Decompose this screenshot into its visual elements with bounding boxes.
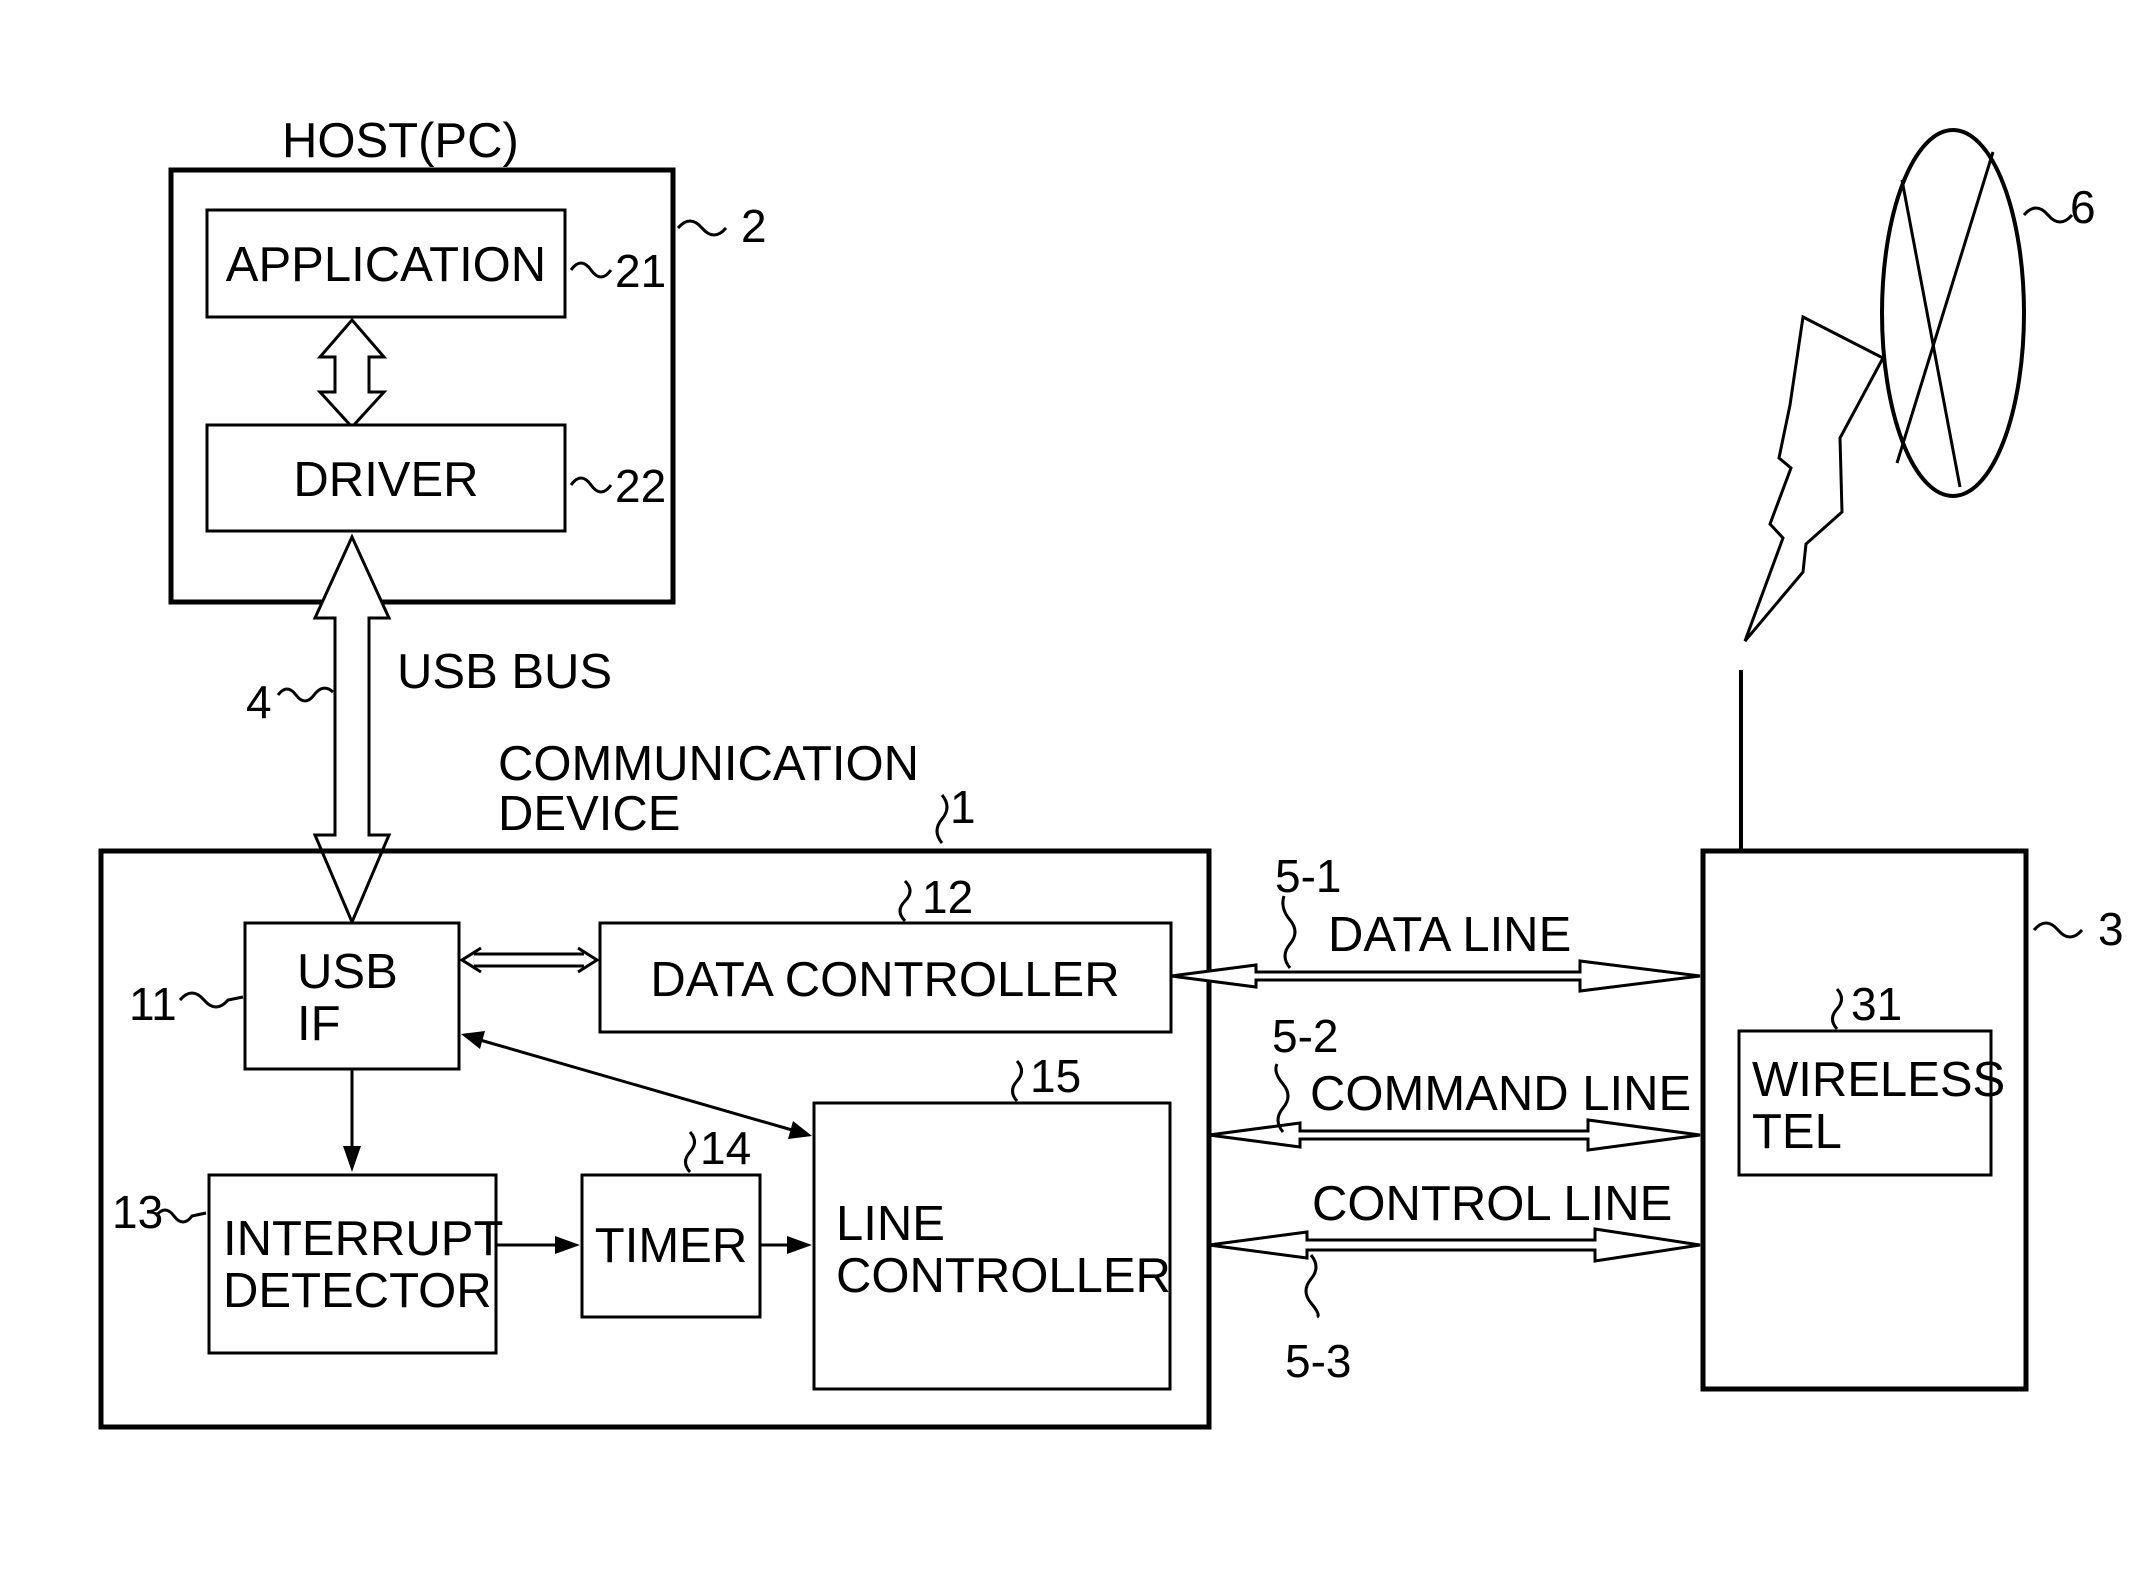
network-block: 6	[1745, 130, 2096, 641]
device-title-line2: DEVICE	[498, 787, 680, 841]
line-controller-block: LINE CONTROLLER 15	[814, 1050, 1171, 1389]
usb-bus-label: USB BUS	[397, 645, 612, 699]
data-controller-ref-leader	[900, 881, 910, 921]
command-line-ref: 5-2	[1272, 1010, 1338, 1062]
host-pc-block: HOST(PC) 2 APPLICATION 21 DRIVER 22	[171, 114, 767, 602]
command-line-ref-leader	[1276, 1064, 1288, 1132]
usbif-datactrl-arrow	[462, 948, 597, 972]
command-line-arrow	[1209, 1120, 1700, 1150]
usb-bus-ref-leader	[278, 688, 333, 701]
wireless-tel-label-line1: WIRELESS	[1752, 1053, 2005, 1107]
usbif-interrupt-arrow	[343, 1069, 361, 1172]
timer-block: TIMER 14	[582, 1122, 760, 1317]
usb-if-ref-leader	[180, 993, 243, 1007]
host-ref-leader	[678, 221, 726, 235]
command-line-label: COMMAND LINE	[1310, 1067, 1691, 1121]
network-ref-leader	[2024, 208, 2072, 222]
line-controller-label-line1: LINE	[836, 1197, 945, 1251]
interrupt-detector-label-line1: INTERRUPT	[223, 1212, 503, 1266]
usb-if-ref: 11	[129, 978, 177, 1030]
control-line-ref: 5-3	[1285, 1335, 1351, 1387]
line-controller-label-line2: CONTROLLER	[836, 1249, 1171, 1303]
data-controller-label: DATA CONTROLLER	[650, 953, 1119, 1007]
timer-ref-leader	[686, 1132, 695, 1172]
data-controller-block: DATA CONTROLLER 12	[600, 871, 1171, 1032]
lightning-bolt-icon	[1745, 317, 1883, 641]
data-line-label: DATA LINE	[1328, 908, 1571, 962]
host-title: HOST(PC)	[282, 114, 519, 168]
usb-if-label-line1: USB	[297, 945, 398, 999]
data-line-arrow	[1171, 961, 1700, 991]
interrupt-detector-label-line2: DETECTOR	[223, 1264, 492, 1318]
phone-ref-leader	[2034, 923, 2082, 937]
interrupt-detector-ref-leader	[156, 1210, 206, 1222]
control-line-ref-leader	[1306, 1255, 1318, 1317]
device-ref-leader	[937, 795, 947, 843]
data-line: DATA LINE 5-1	[1171, 850, 1700, 991]
application-ref: 21	[615, 245, 666, 297]
wireless-tel-ref: 31	[1851, 978, 1902, 1030]
wireless-tel-label-line2: TEL	[1752, 1105, 1842, 1159]
host-ref: 2	[741, 200, 767, 252]
device-ref: 1	[950, 781, 976, 833]
usbif-linectrl-arrow	[461, 1031, 812, 1139]
usb-if-block: USB IF 11	[129, 923, 459, 1069]
interrupt-timer-arrow	[496, 1236, 580, 1254]
timer-label: TIMER	[595, 1219, 747, 1273]
control-line: CONTROL LINE 5-3	[1209, 1177, 1700, 1387]
device-title-line1: COMMUNICATION	[498, 737, 919, 791]
line-controller-ref-leader	[1013, 1061, 1022, 1101]
application-label: APPLICATION	[226, 238, 546, 292]
phone-ref: 3	[2098, 903, 2124, 955]
timer-ref: 14	[700, 1122, 751, 1174]
control-line-arrow	[1209, 1229, 1700, 1261]
driver-ref: 22	[615, 460, 666, 512]
usb-bus-arrow	[315, 537, 389, 922]
control-line-label: CONTROL LINE	[1312, 1177, 1672, 1231]
command-line: COMMAND LINE 5-2	[1209, 1010, 1700, 1150]
data-line-ref: 5-1	[1275, 850, 1341, 902]
data-controller-ref: 12	[922, 871, 973, 923]
driver-label: DRIVER	[293, 453, 478, 507]
timer-linectrl-arrow	[760, 1236, 812, 1254]
phone-block: 3 WIRELESS TEL 31	[1703, 670, 2124, 1389]
communication-device-block: COMMUNICATION DEVICE 1 USB IF 11 DATA CO…	[101, 737, 1209, 1427]
line-controller-ref: 15	[1030, 1050, 1081, 1102]
usb-bus-ref: 4	[246, 676, 272, 728]
data-line-ref-leader	[1283, 896, 1295, 968]
interrupt-detector-block: INTERRUPT DETECTOR 13	[112, 1175, 503, 1353]
usb-if-label-line2: IF	[297, 997, 341, 1051]
interrupt-detector-ref: 13	[112, 1186, 163, 1238]
network-ref: 6	[2070, 181, 2096, 233]
